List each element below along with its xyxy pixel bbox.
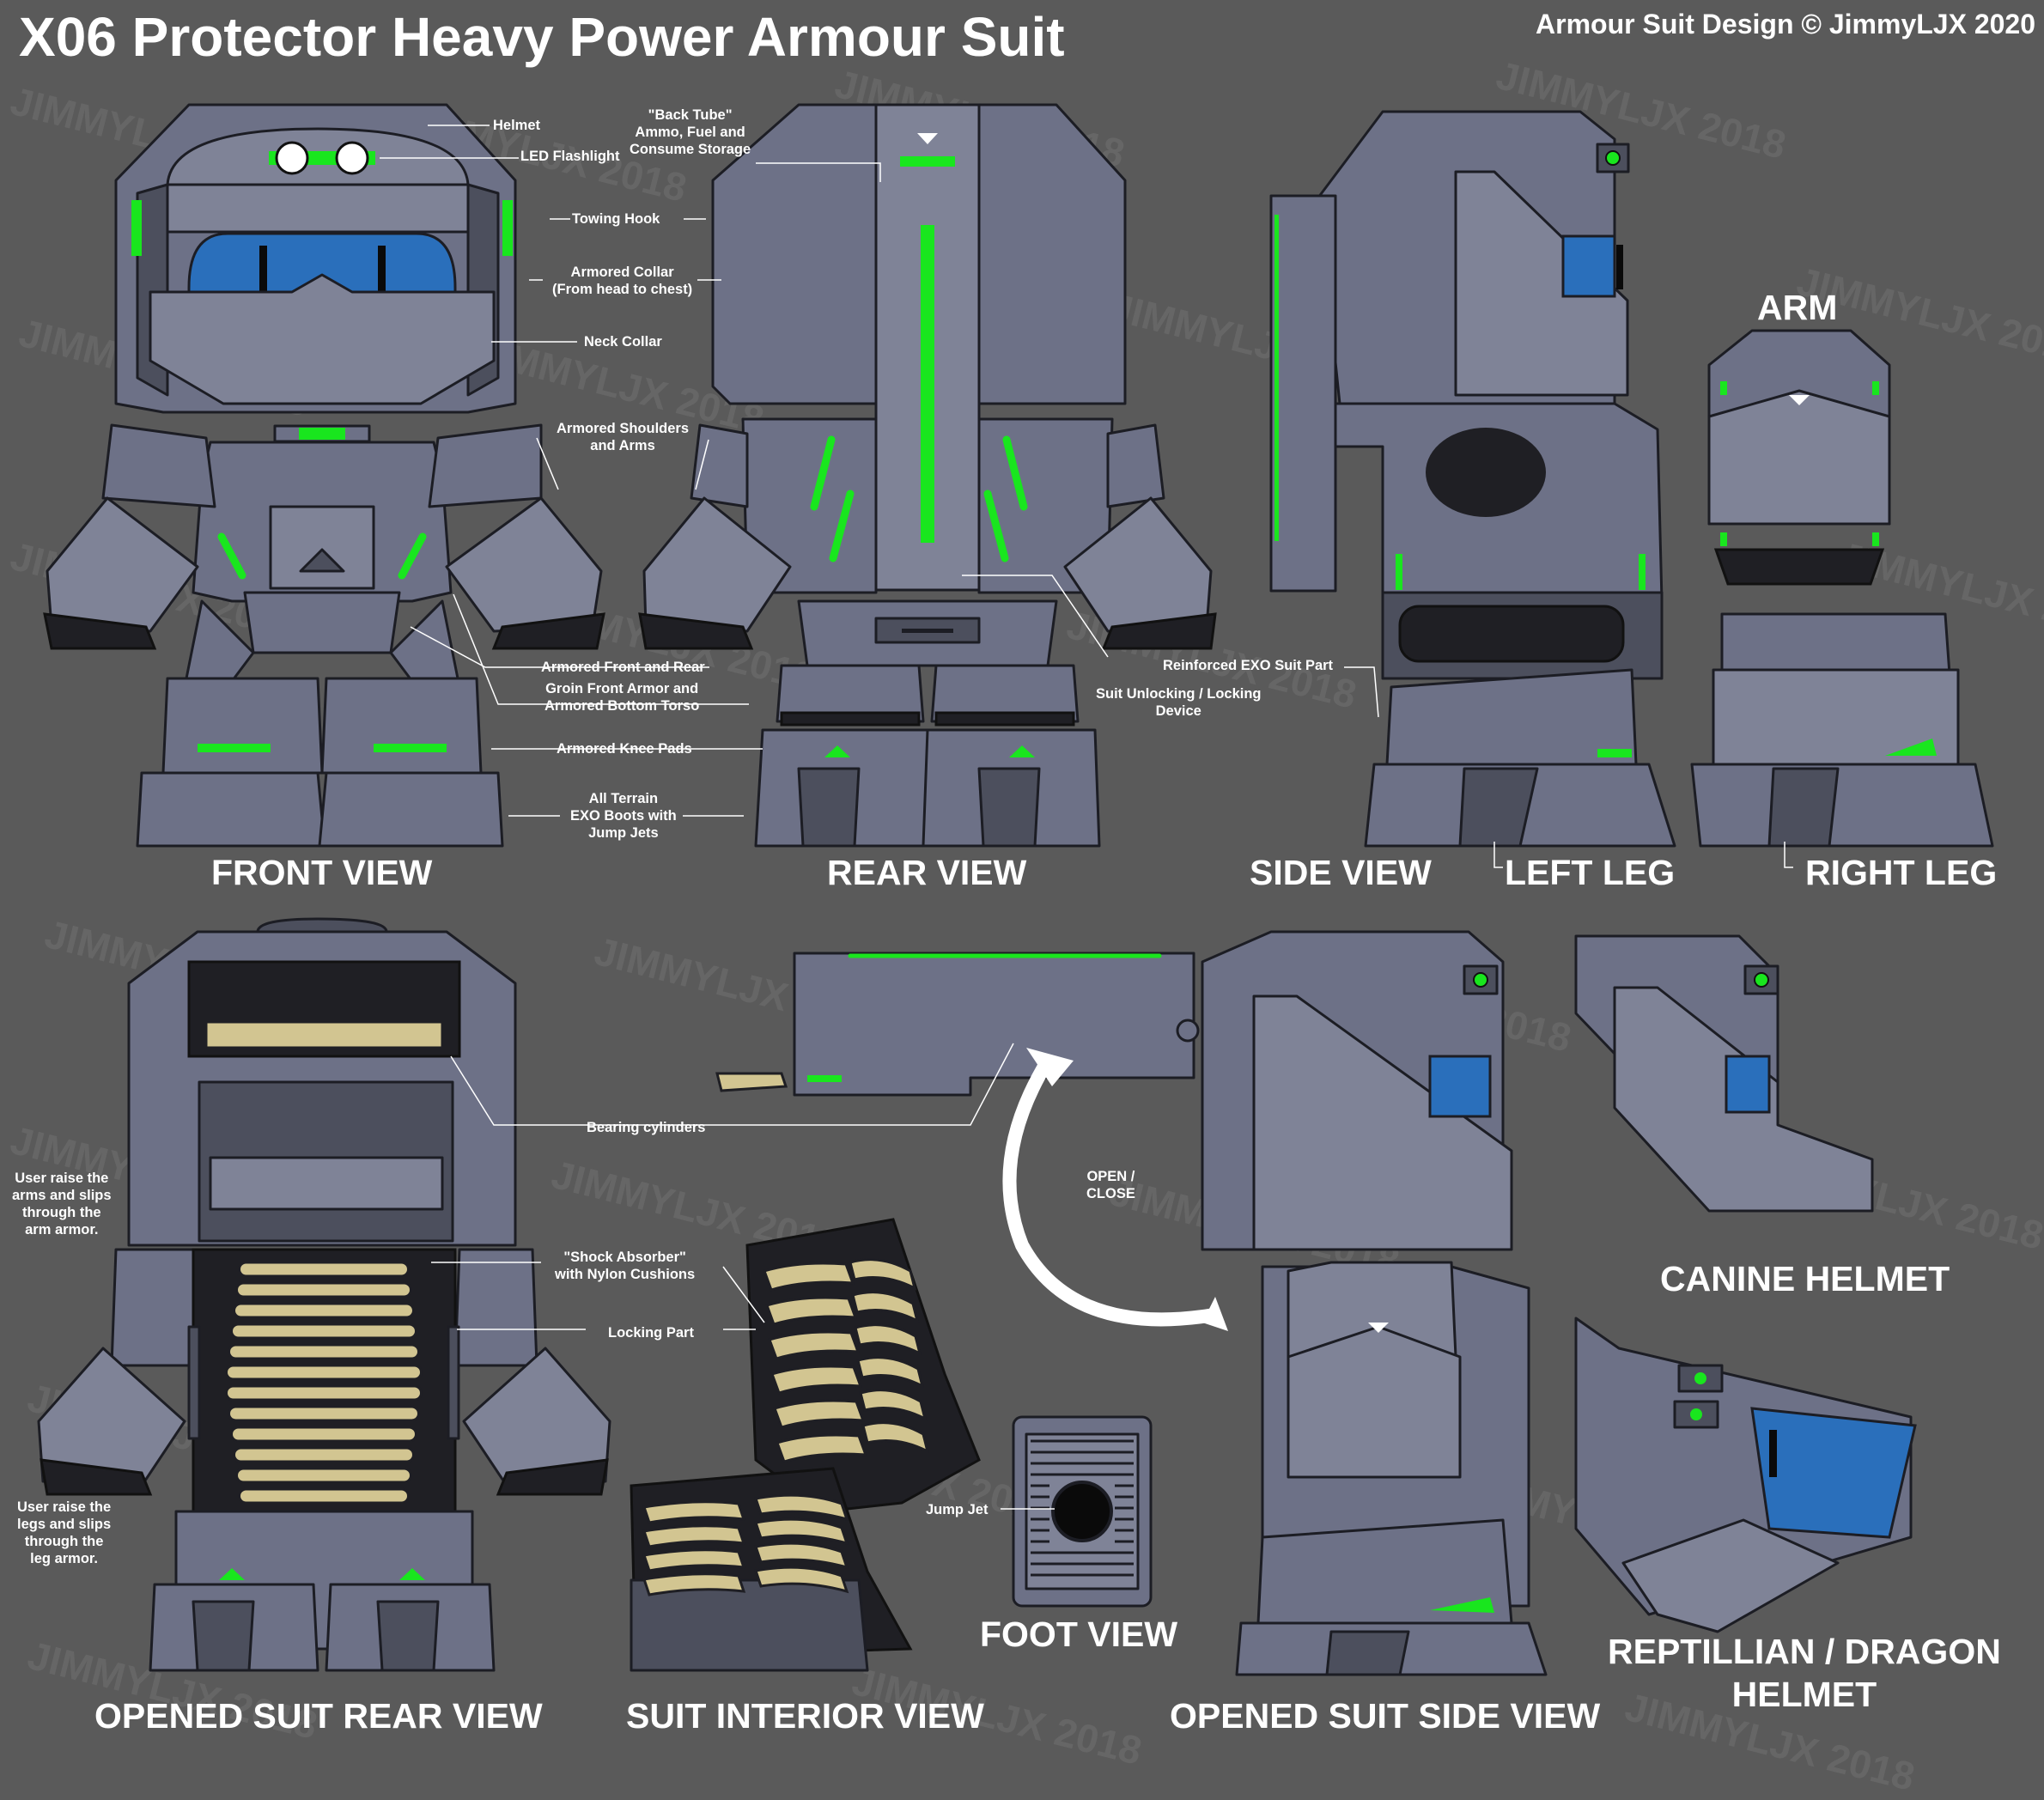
cushion-pad [233,1302,415,1319]
cushion-pad [233,1446,415,1463]
foot-ribs [1031,1439,1134,1577]
cushion-pad [642,1548,746,1572]
cushion-pad [763,1262,855,1292]
callout-locking-part: Locking Part [608,1325,694,1341]
copyright-credit: Armour Suit Design © JimmyLJX 2020 [1536,9,2035,40]
cushion-pad [851,1291,920,1323]
cushion-pad [765,1296,858,1326]
callout-back-tube: "Back Tube" Ammo, Fuel and Consume Stora… [630,107,751,157]
view-title-left-leg: LEFT LEG [1505,853,1676,892]
callout-knee-pads: Armored Knee Pads [557,741,692,757]
cushion-pad [230,1426,417,1443]
foot-view-figure [1012,1415,1153,1608]
view-title-dragon-helmet: REPTILLIAN / DRAGON HELMET [1608,1632,2001,1714]
cushion-pad [225,1364,423,1381]
interior-cushions [642,1258,930,1596]
front-view-figure [43,103,605,848]
cushion-pad [238,1261,410,1278]
cushion-pad [754,1493,849,1522]
right-leg-figure [1690,612,1994,848]
cushion-pad [230,1323,417,1340]
callout-unlocking-device: Suit Unlocking / Locking Device [1096,686,1262,719]
cushion-pad [642,1572,746,1596]
callout-bearing-cylinders: Bearing cylinders [587,1120,706,1135]
cushion-pad [861,1421,930,1454]
cushion-pad [225,1384,423,1402]
canine-helmet-figure [1574,934,1874,1213]
cushion-pad [773,1399,866,1429]
cushion-pad [228,1405,420,1422]
cushion-pad [754,1517,849,1546]
view-title-arm: ARM [1757,288,1838,327]
armor-illustration: .a { fill: #6d7187; stroke: #1c1d24; str… [37,103,1994,1676]
callout-towing-hook: Towing Hook [572,211,660,227]
callout-groin-armor: Groin Front Armor and Armored Bottom Tor… [544,681,700,714]
cushion-pad [776,1433,868,1463]
cushion-pad [859,1389,928,1421]
callout-helmet: Helmet [493,118,541,133]
cushion-pad [770,1365,863,1395]
rear-view-figure [638,103,1217,848]
view-title-front: FRONT VIEW [211,853,433,892]
callout-open-close: OPEN / CLOSE [1086,1169,1135,1201]
view-title-side: SIDE VIEW [1250,853,1432,892]
cushion-pad [642,1524,746,1548]
callout-arms-note: User raise the arms and slips through th… [12,1171,112,1238]
leader-lines [380,125,1793,1510]
view-title-right-leg: RIGHT LEG [1805,853,1998,892]
cushion-pad [854,1323,922,1356]
view-title-canine-helmet: CANINE HELMET [1660,1259,1950,1298]
cushion-pad [754,1566,849,1594]
view-title-foot: FOOT VIEW [980,1615,1178,1654]
shock-absorber-cushions [225,1261,423,1505]
page-title: X06 Protector Heavy Power Armour Suit [19,6,1065,68]
cushion-pad [642,1500,746,1524]
callout-jump-jet: Jump Jet [926,1502,989,1517]
arm-figure [1707,329,1891,586]
view-title-opened-side: OPENED SUIT SIDE VIEW [1170,1696,1601,1736]
opened-side-figure [715,930,1548,1676]
cushion-pad [754,1542,849,1570]
callout-legs-note: User raise the legs and slips through th… [17,1499,112,1566]
cushion-pad [856,1356,925,1389]
cushion-pad [849,1258,917,1291]
cushion-pad [768,1330,861,1360]
side-view-figure [1269,110,1676,848]
view-title-rear: REAR VIEW [827,853,1027,892]
cushion-pad [228,1343,420,1360]
callout-led-flashlight: LED Flashlight [520,149,620,164]
callout-armored-collar: Armored Collar (From head to chest) [552,265,693,297]
callout-reinforced-exo: Reinforced EXO Suit Part [1163,658,1334,673]
callout-armored-shoulders: Armored Shoulders and Arms [557,421,690,453]
callout-armored-front-rear: Armored Front and Rear [541,660,705,675]
callout-exo-boots: All Terrain EXO Boots with Jump Jets [570,791,677,841]
view-title-interior: SUIT INTERIOR VIEW [626,1696,984,1736]
view-title-opened-rear: OPENED SUIT REAR VIEW [94,1696,543,1736]
cushion-pad [235,1467,412,1484]
cushion-pad [235,1281,412,1298]
callout-shock-absorber: "Shock Absorber" with Nylon Cushions [555,1250,696,1282]
callout-neck-collar: Neck Collar [584,334,662,350]
cushion-pad [238,1487,410,1505]
dragon-helmet-figure [1574,1317,1917,1633]
